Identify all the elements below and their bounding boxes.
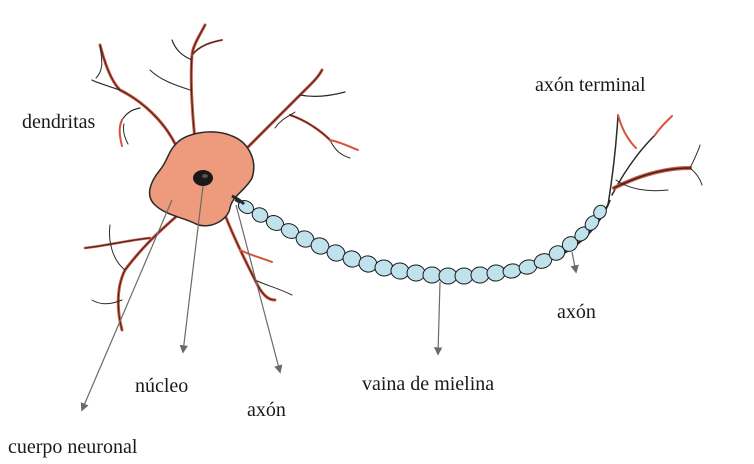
dendrites-lower-left (85, 215, 178, 330)
label-cuerpo-neuronal: cuerpo neuronal (8, 437, 137, 457)
label-axon-terminal: axón terminal (535, 75, 646, 95)
axon-terminal-branches (608, 115, 702, 205)
myelin-sheath (236, 198, 609, 284)
nucleus (193, 170, 213, 186)
label-dendritas: dendritas (22, 112, 95, 132)
arrow-vaina-de-mielina (438, 282, 440, 354)
label-vaina-de-mielina: vaina de mielina (362, 374, 494, 394)
dendrites-upper-right (245, 70, 358, 158)
label-axon-bottom: axón (247, 400, 286, 420)
nucleus-highlight (202, 174, 208, 178)
arrow-axon-right (572, 252, 576, 272)
label-axon-right: axón (557, 302, 596, 322)
dendrites-upper-left (92, 45, 178, 150)
label-nucleo: núcleo (135, 376, 188, 396)
